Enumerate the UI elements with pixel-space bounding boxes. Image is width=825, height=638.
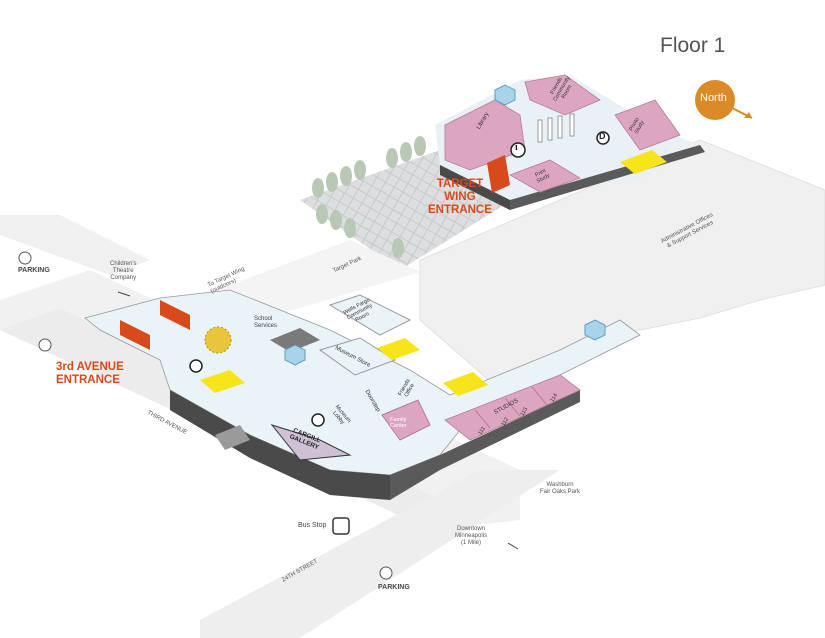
north-badge: [695, 80, 735, 120]
elevators: [284, 84, 606, 366]
sculpture: [204, 326, 232, 354]
trees: [312, 136, 426, 258]
bus-icon: [332, 517, 350, 535]
info-icons: [189, 131, 610, 427]
parking-icons: [18, 251, 393, 580]
restroom-markers: [200, 150, 667, 396]
